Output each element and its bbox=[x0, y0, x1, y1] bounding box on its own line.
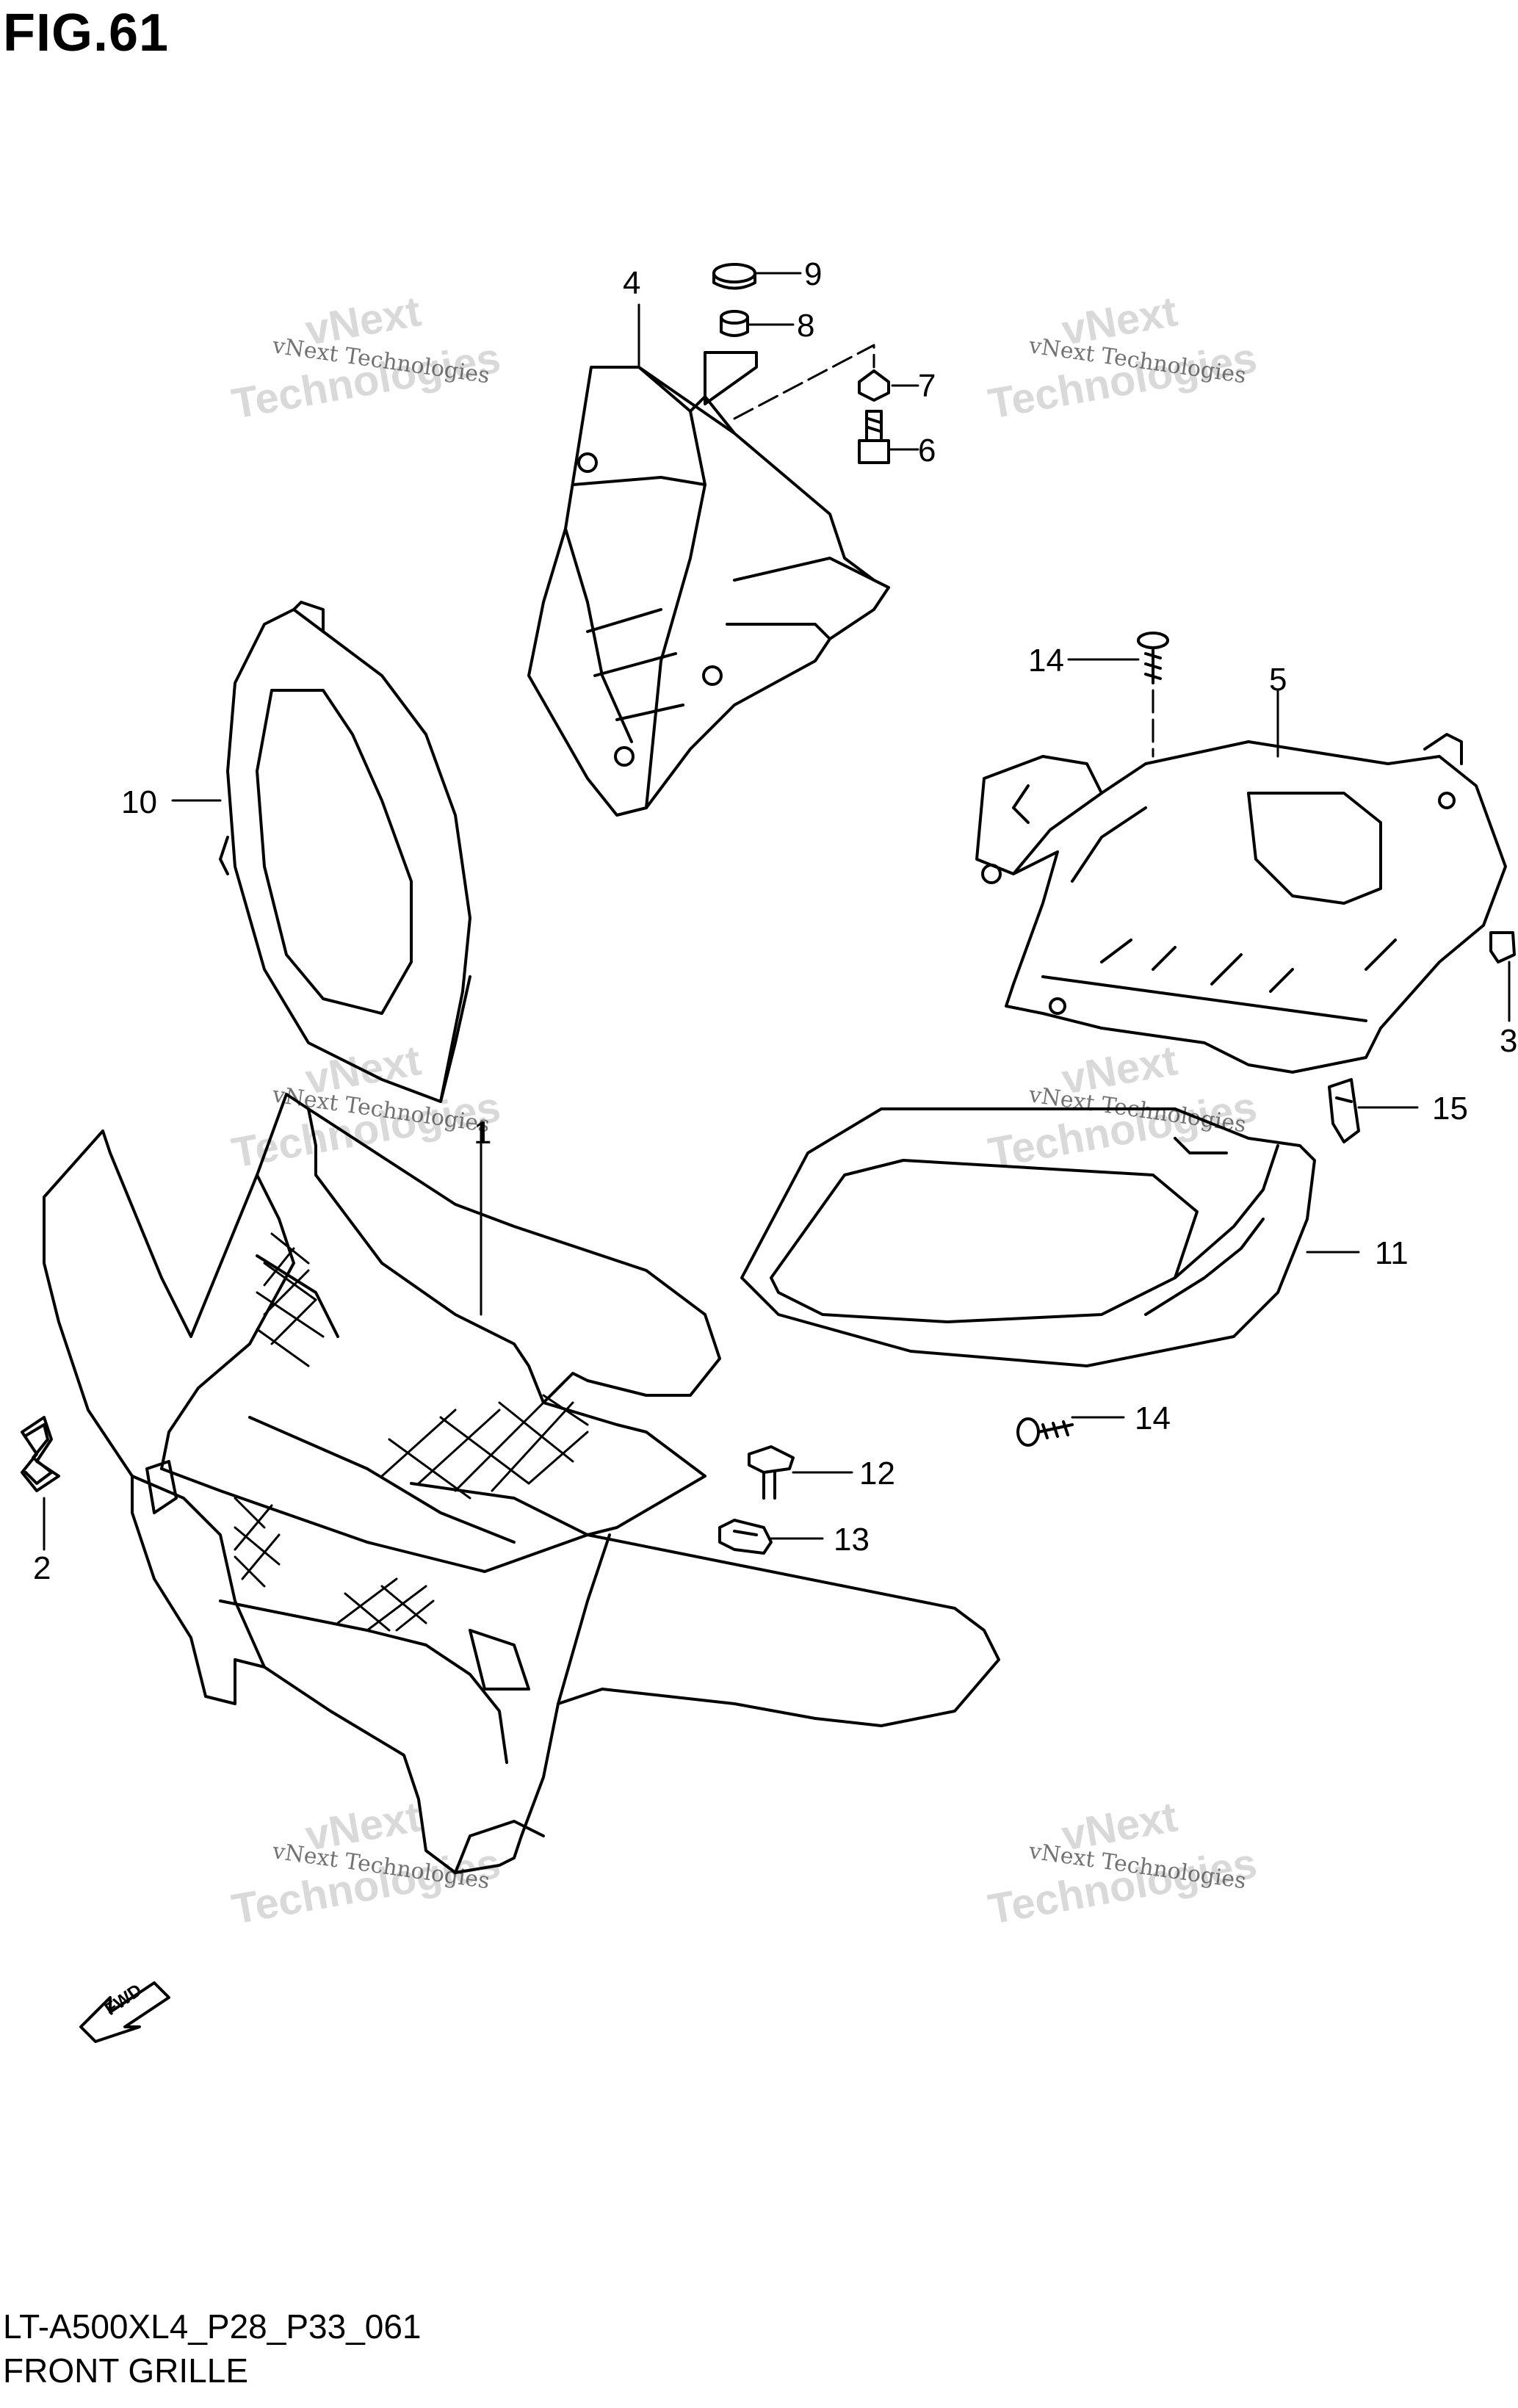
callout-2: 2 bbox=[33, 1550, 51, 1586]
part-9-grommet bbox=[712, 263, 756, 290]
part-8-collar bbox=[720, 310, 749, 337]
callout-9: 9 bbox=[804, 256, 822, 292]
part-7-nut bbox=[858, 369, 890, 402]
watermark-mid-right: vNext Technologies vNext Technologies bbox=[985, 1036, 1260, 1176]
mesh-middle bbox=[380, 1394, 589, 1500]
part-6-bolt bbox=[858, 410, 890, 464]
callout-14-upper: 14 bbox=[1028, 643, 1064, 679]
callout-10: 10 bbox=[121, 784, 157, 820]
callout-15: 15 bbox=[1432, 1091, 1468, 1127]
mesh-lower bbox=[234, 1497, 435, 1632]
watermark-mid-left: vNext Technologies vNext Technologies bbox=[228, 1036, 504, 1176]
part-3-clip bbox=[1489, 931, 1516, 963]
figure-title: FIG.61 bbox=[3, 4, 170, 62]
part-15-clip bbox=[1328, 1078, 1360, 1143]
part-5-bracket bbox=[975, 733, 1507, 1074]
callout-6: 6 bbox=[918, 433, 936, 469]
callout-3: 3 bbox=[1500, 1023, 1517, 1059]
part-2-emblem bbox=[21, 1416, 60, 1492]
callout-13: 13 bbox=[834, 1522, 870, 1558]
part-1-front-grille bbox=[43, 1093, 1000, 1874]
fwd-arrow-icon: FWD bbox=[79, 1980, 170, 2043]
callout-1: 1 bbox=[474, 1115, 491, 1151]
mesh-upper bbox=[256, 1232, 325, 1367]
part-4-bracket bbox=[527, 351, 890, 817]
watermark-top-left: vNext Technologies vNext Technologies bbox=[228, 287, 504, 427]
figure-name: FRONT GRILLE bbox=[3, 2351, 248, 2390]
watermark-top-right: vNext Technologies vNext Technologies bbox=[985, 287, 1260, 427]
part-14-screw-upper bbox=[1137, 632, 1169, 684]
figure-code: LT-A500XL4_P28_P33_061 bbox=[3, 2307, 422, 2346]
callout-numbers: 4 9 8 7 6 14 5 10 1 3 15 11 14 12 13 2 bbox=[33, 256, 1517, 1586]
part-12-fastener bbox=[748, 1445, 795, 1500]
callout-11: 11 bbox=[1375, 1235, 1409, 1271]
part-11-side-bezel bbox=[740, 1107, 1316, 1367]
callout-4: 4 bbox=[623, 265, 640, 301]
part-10-headlight-bezel bbox=[219, 601, 471, 1103]
callout-8: 8 bbox=[797, 308, 814, 344]
callout-12: 12 bbox=[859, 1456, 895, 1492]
leader-lines bbox=[43, 272, 1511, 1551]
callout-14-lower: 14 bbox=[1135, 1400, 1171, 1436]
callout-5: 5 bbox=[1269, 662, 1287, 698]
watermark-bottom-right: vNext Technologies vNext Technologies bbox=[985, 1793, 1260, 1933]
part-13-grommet bbox=[718, 1519, 773, 1555]
watermark-bottom-left: vNext Technologies vNext Technologies bbox=[228, 1793, 504, 1933]
callout-7: 7 bbox=[918, 368, 936, 404]
part-14-screw-lower bbox=[1016, 1417, 1074, 1447]
